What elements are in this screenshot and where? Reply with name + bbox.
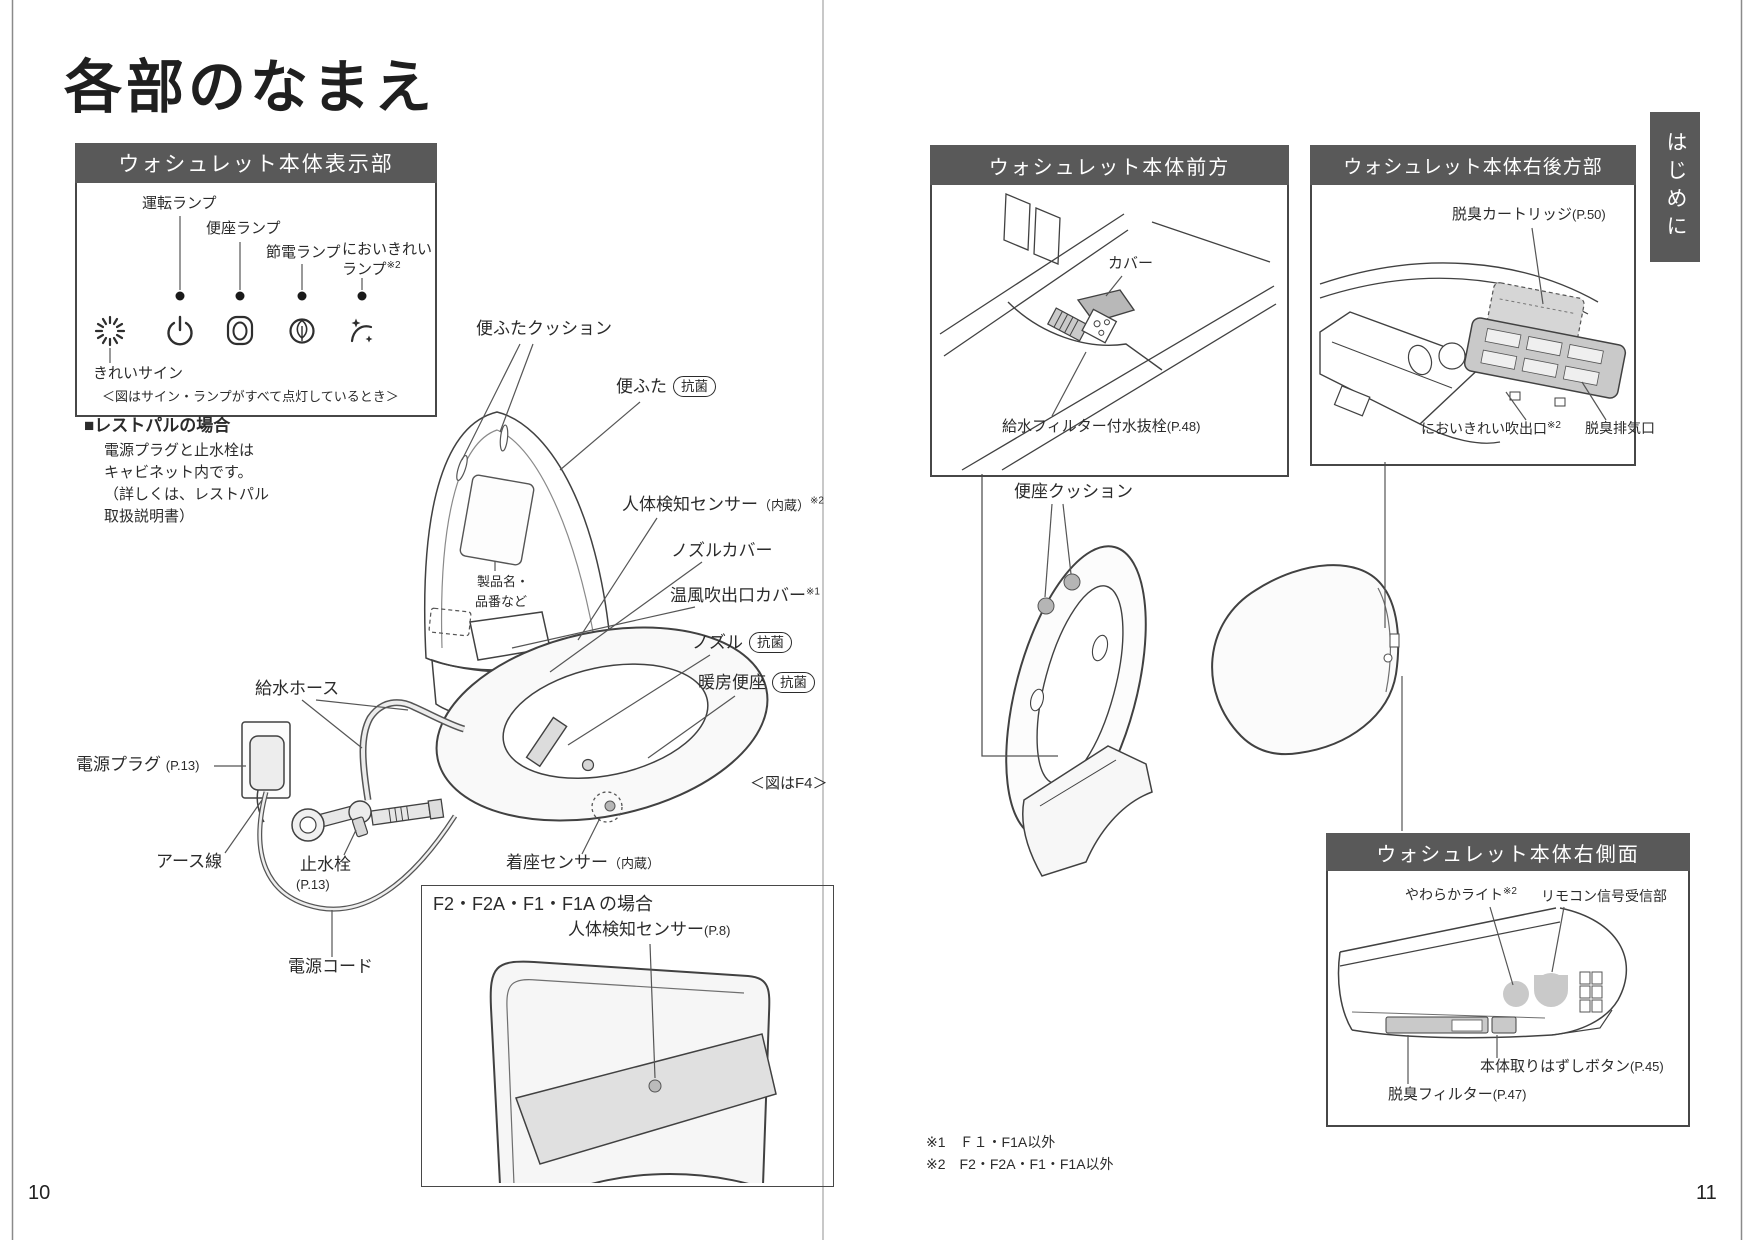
main-toilet-illustration [423, 411, 769, 823]
label-remote-receiver: リモコン信号受信部 [1541, 888, 1667, 904]
seat-cushion-illustration [981, 474, 1153, 877]
rear-view-illustration [1319, 227, 1627, 444]
front-view-box: ウォシュレット本体前方 [930, 145, 1289, 477]
label-sticker: 製品名・ [477, 574, 530, 589]
label-hose: 給水ホース [255, 679, 340, 698]
display-panel-note: ＜図はサイン・ランプがすべて点灯しているとき＞ [102, 389, 399, 404]
front-view-header: ウォシュレット本体前方 [930, 145, 1289, 185]
label-setsuden-lamp: 節電ランプ [266, 244, 341, 261]
label-soft-light: やわらかライト※2 [1405, 886, 1517, 903]
page-title: 各部のなまえ [64, 55, 437, 120]
label-sticker: 品番など [475, 594, 528, 609]
figure-note: ＜図はF4＞ [750, 775, 828, 792]
label-body-sensor: 人体検知センサー（内蔵）※2 [622, 495, 824, 514]
label-deodorizer-cartridge: 脱臭カートリッジ(P.50) [1452, 206, 1606, 223]
label-power-cord: 電源コード [288, 957, 373, 976]
footnote-2: ※2 F2・F2A・F1・F1A以外 [926, 1156, 1114, 1172]
label-benza-lamp: 便座ランプ [206, 220, 281, 237]
label-nozzle: ノズル抗菌 [692, 632, 792, 653]
rear-view-header: ウォシュレット本体右後方部 [1310, 145, 1636, 185]
front-view-illustration [939, 193, 1277, 471]
kirei-sign-sparkle-icon [94, 315, 126, 347]
eco-leaf-icon [289, 318, 315, 344]
seat-lamp-icon [226, 315, 254, 346]
deodorizer-sparkle-icon [350, 318, 373, 343]
label-f2-body-sensor: 人体検知センサー(P.8) [568, 920, 731, 939]
label-deodorizer-filter: 脱臭フィルター(P.47) [1388, 1086, 1527, 1103]
antibacterial-badge: 抗菌 [772, 672, 815, 693]
footnote-1: ※1 Ｆ１・F1A以外 [926, 1134, 1056, 1150]
restpal-line: 取扱説明書） [104, 508, 195, 525]
restpal-heading: ■レストパルの場合 [84, 416, 231, 435]
side-view-illustration [1337, 906, 1628, 1084]
main-diagram-leads [214, 343, 736, 957]
page-number-right: 11 [1696, 1182, 1717, 1204]
stop-valve-illustration [291, 699, 466, 842]
f2-box [421, 885, 834, 1187]
label-plug: 電源プラグ (P.13) [76, 755, 200, 774]
label-seat-cushion: 便座クッション [1014, 482, 1133, 501]
label-seat-sensor: 着座センサー（内蔵） [506, 853, 661, 872]
label-nioi-lamp: においきれいランプ※2 [342, 241, 433, 278]
page-number-left: 10 [28, 1182, 51, 1204]
label-lid-cushion: 便ふたクッション [476, 319, 612, 338]
page-frame-lines [11, 0, 1743, 1240]
antibacterial-badge: 抗菌 [673, 376, 716, 397]
closed-lid-illustration [1211, 462, 1403, 831]
label-stop-valve: 止水栓 [300, 855, 351, 874]
f2-illustration [489, 943, 777, 1183]
restpal-line: （詳しくは、レストパル [104, 486, 270, 503]
side-view-header: ウォシュレット本体右側面 [1326, 833, 1690, 871]
label-nozzle-cover: ノズルカバー [671, 541, 773, 560]
chapter-tab: はじめに [1650, 112, 1700, 262]
label-unten-lamp: 運転ランプ [142, 195, 217, 212]
label-deodorizer-vent: 脱臭排気口 [1585, 420, 1655, 436]
label-release-button: 本体取りはずしボタン(P.45) [1480, 1058, 1664, 1075]
antibacterial-badge: 抗菌 [749, 632, 792, 653]
power-icon [167, 315, 193, 346]
indicator-leads [109, 216, 367, 363]
restpal-line: 電源プラグと止水栓は [104, 442, 255, 459]
power-plug-illustration [241, 721, 458, 912]
rear-view-box: ウォシュレット本体右後方部 [1310, 145, 1636, 466]
label-kirei-sign: きれいサイン [93, 365, 184, 382]
display-panel-header: ウォシュレット本体表示部 [75, 143, 437, 183]
restpal-line: キャビネット内です。 [104, 464, 253, 481]
label-stop-valve-ref: (P.13) [296, 877, 330, 892]
label-heated-seat: 暖房便座抗菌 [698, 672, 815, 693]
label-nioi-outlet: においきれい吹出口※2 [1421, 420, 1561, 437]
side-view-box: ウォシュレット本体右側面 [1326, 833, 1690, 1127]
display-panel-box: ウォシュレット本体表示部 [75, 143, 437, 417]
f2-box-caption: F2・F2A・F1・F1A の場合 [433, 894, 654, 914]
label-lid: 便ふた抗菌 [616, 376, 716, 397]
label-drain-plug: 給水フィルター付水抜栓(P.48) [1002, 418, 1201, 435]
label-warm-air-cover: 温風吹出口カバー※1 [670, 586, 820, 605]
label-earth-wire: アース線 [156, 852, 223, 871]
label-cover: カバー [1108, 255, 1154, 272]
